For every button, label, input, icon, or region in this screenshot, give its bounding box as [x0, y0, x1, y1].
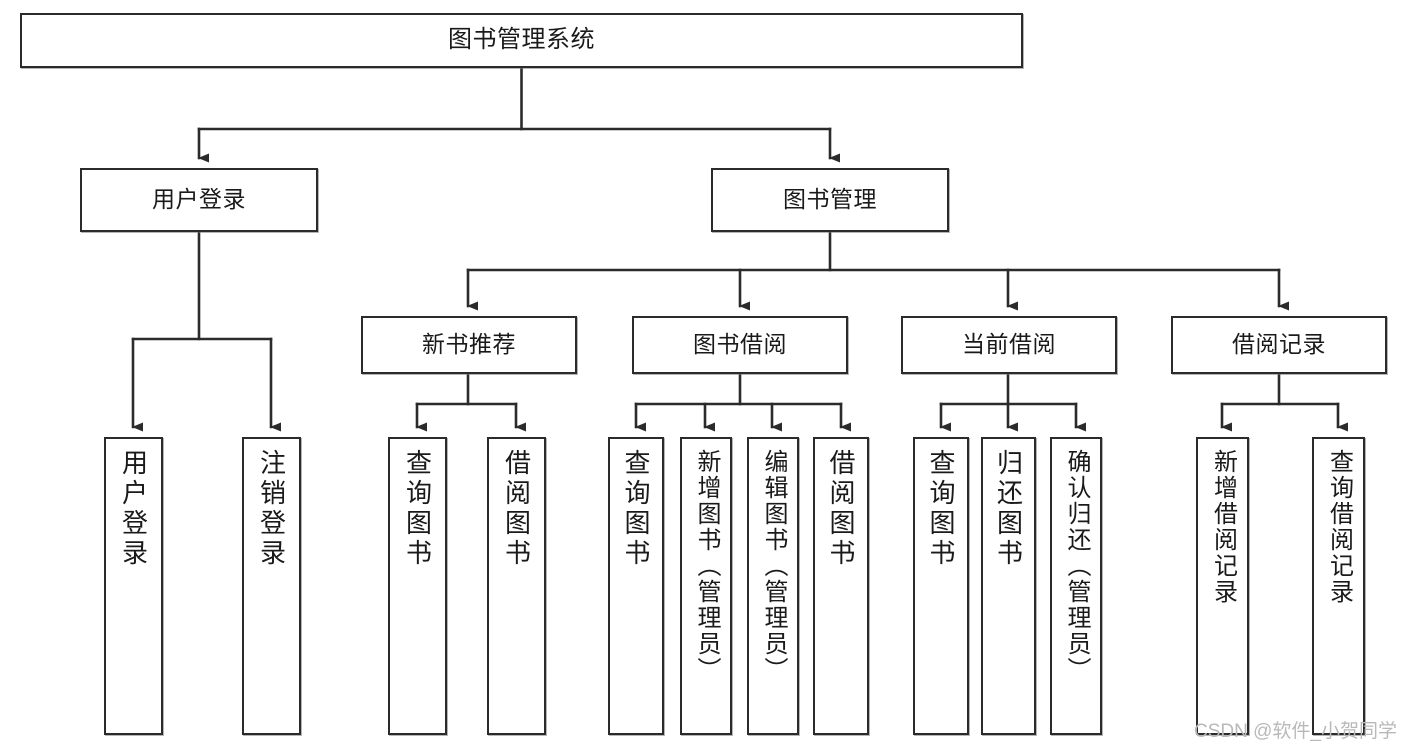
node-leaf-user-logout-label: 注销登录: [256, 449, 287, 569]
node-leaf-user-login[interactable]: 用户登录: [104, 437, 163, 735]
node-leaf-rec-add-label: 新增借阅记录: [1209, 449, 1237, 605]
node-user-login[interactable]: 用户登录: [80, 168, 318, 232]
node-leaf-borrow-edit-label: 编辑图书（管理员）: [760, 449, 787, 683]
node-borrow-record[interactable]: 借阅记录: [1171, 316, 1387, 374]
node-borrow-record-label: 借阅记录: [1232, 331, 1326, 358]
node-leaf-borrow-borrow[interactable]: 借阅图书: [813, 437, 869, 735]
node-leaf-user-login-label: 用户登录: [118, 449, 149, 569]
node-new-book-rec-label: 新书推荐: [422, 331, 516, 358]
node-leaf-cur-query-label: 查询图书: [926, 449, 956, 569]
node-book-borrow[interactable]: 图书借阅: [632, 316, 848, 374]
node-book-mgmt[interactable]: 图书管理: [711, 168, 949, 232]
node-leaf-borrow-add-label: 新增图书（管理员）: [693, 449, 720, 683]
node-leaf-rec-query[interactable]: 查询图书: [388, 437, 447, 735]
node-leaf-user-logout[interactable]: 注销登录: [242, 437, 301, 735]
node-leaf-cur-confirm-label: 确认归还（管理员）: [1063, 449, 1090, 683]
node-leaf-rec-borrow[interactable]: 借阅图书: [487, 437, 546, 735]
node-leaf-borrow-query[interactable]: 查询图书: [608, 437, 664, 735]
node-book-mgmt-label: 图书管理: [783, 186, 877, 213]
node-book-borrow-label: 图书借阅: [693, 331, 787, 358]
node-leaf-borrow-add[interactable]: 新增图书（管理员）: [680, 437, 732, 735]
node-leaf-cur-return-label: 归还图书: [993, 449, 1024, 569]
node-leaf-rec-query-label: 查询图书: [402, 449, 433, 569]
node-current-borrow-label: 当前借阅: [962, 331, 1056, 358]
node-leaf-rec-search-label: 查询借阅记录: [1325, 449, 1353, 605]
node-new-book-rec[interactable]: 新书推荐: [361, 316, 577, 374]
node-leaf-cur-query[interactable]: 查询图书: [913, 437, 969, 735]
node-leaf-rec-borrow-label: 借阅图书: [501, 449, 532, 569]
node-leaf-borrow-edit[interactable]: 编辑图书（管理员）: [747, 437, 799, 735]
node-leaf-rec-add[interactable]: 新增借阅记录: [1196, 437, 1249, 735]
node-leaf-cur-confirm[interactable]: 确认归还（管理员）: [1050, 437, 1102, 735]
node-leaf-cur-return[interactable]: 归还图书: [981, 437, 1036, 735]
node-current-borrow[interactable]: 当前借阅: [901, 316, 1117, 374]
node-root-label: 图书管理系统: [448, 26, 595, 54]
node-leaf-borrow-query-label: 查询图书: [621, 449, 651, 569]
node-leaf-rec-search[interactable]: 查询借阅记录: [1312, 437, 1365, 735]
node-leaf-borrow-borrow-label: 借阅图书: [826, 449, 856, 569]
node-user-login-label: 用户登录: [152, 186, 246, 213]
watermark: CSDN @软件_小贺同学: [1194, 721, 1397, 742]
node-root[interactable]: 图书管理系统: [20, 13, 1023, 68]
